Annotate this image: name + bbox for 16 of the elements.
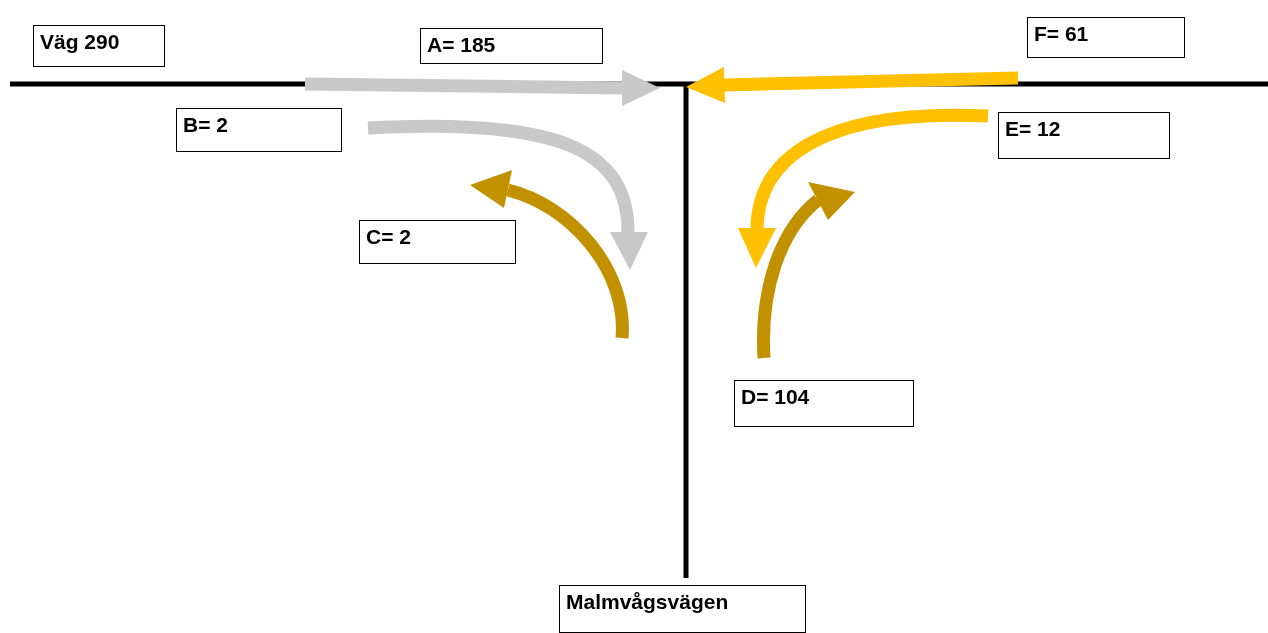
traffic-count-label: F= 61: [1034, 22, 1089, 45]
traffic-count-label: C= 2: [366, 225, 411, 248]
label-box: [33, 25, 165, 67]
label-box: [359, 220, 516, 264]
label-box: [559, 585, 806, 633]
label-box: [420, 28, 603, 64]
traffic-count-label: B= 2: [183, 113, 228, 136]
label-box: [734, 380, 914, 427]
traffic-count-label: E= 12: [1005, 117, 1061, 140]
label-box: [1027, 17, 1185, 58]
traffic-count-label: Väg 290: [40, 30, 120, 53]
traffic-count-label: A= 185: [427, 33, 496, 56]
label-box: [176, 108, 342, 152]
traffic-count-label: Malmvågsvägen: [566, 590, 729, 613]
label-box: [998, 112, 1170, 159]
traffic-count-label: D= 104: [741, 385, 810, 408]
